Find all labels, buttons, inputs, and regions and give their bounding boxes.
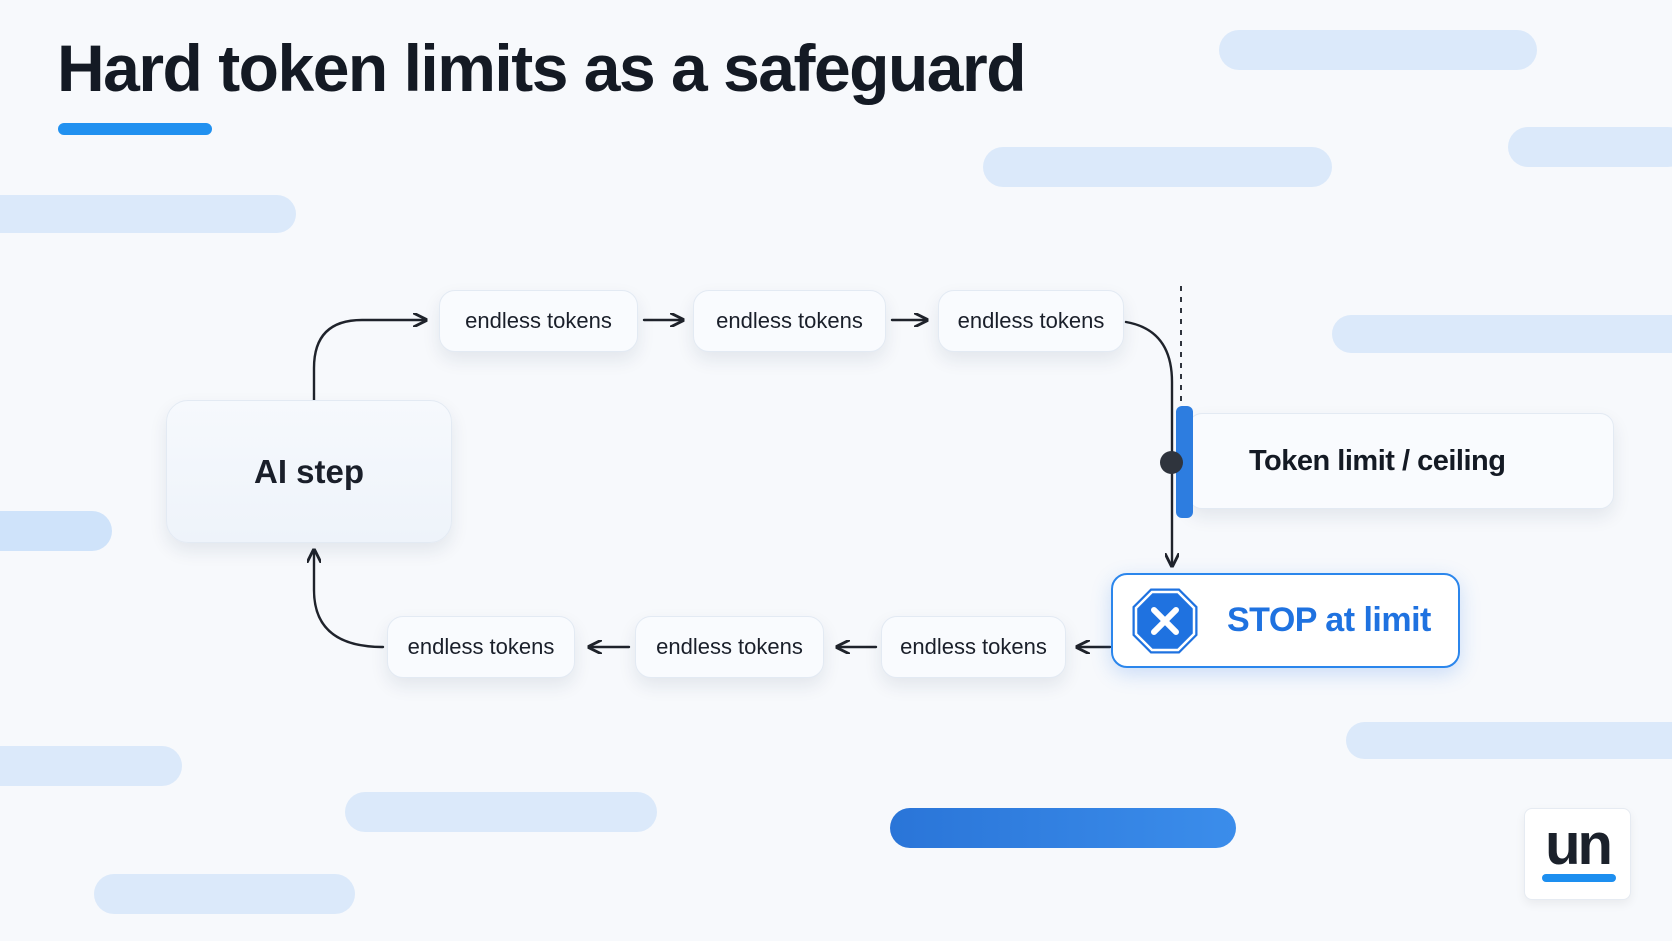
progress-bar [890, 808, 1236, 848]
background-pill [1219, 30, 1537, 70]
x-octagon-icon [1129, 585, 1201, 656]
token-node-top-1: endless tokens [439, 290, 638, 352]
background-pill [94, 874, 355, 914]
brand-logo: un [1524, 808, 1631, 900]
background-pill [1332, 315, 1672, 353]
token-node-bottom-2: endless tokens [635, 616, 824, 678]
stop-node: STOP at limit [1111, 573, 1460, 668]
title-underline [58, 123, 212, 135]
logo-underline [1542, 874, 1616, 882]
background-pill [0, 746, 182, 786]
arrow-ai-to-top-row [312, 320, 426, 402]
token-node-top-2: endless tokens [693, 290, 886, 352]
page-title: Hard token limits as a safeguard [57, 31, 1027, 105]
background-pill [1508, 127, 1672, 167]
ai-step-node: AI step [166, 400, 452, 543]
token-node-bottom-1: endless tokens [387, 616, 575, 678]
limit-marker-dot [1160, 451, 1183, 474]
background-pill [0, 511, 112, 551]
background-pill [1346, 722, 1672, 759]
token-node-bottom-3: endless tokens [881, 616, 1066, 678]
arrow-bottom-to-ai [314, 550, 385, 649]
background-pill [345, 792, 657, 832]
logo-text: un [1545, 812, 1613, 877]
background-pill [983, 147, 1332, 187]
token-node-top-3: endless tokens [938, 290, 1124, 352]
background-pill [0, 195, 296, 233]
stop-label: STOP at limit [1227, 601, 1431, 639]
arrow-to-stop [1124, 320, 1172, 566]
limit-ceiling-bar [1176, 406, 1193, 518]
token-limit-node: Token limit / ceiling [1188, 413, 1614, 509]
